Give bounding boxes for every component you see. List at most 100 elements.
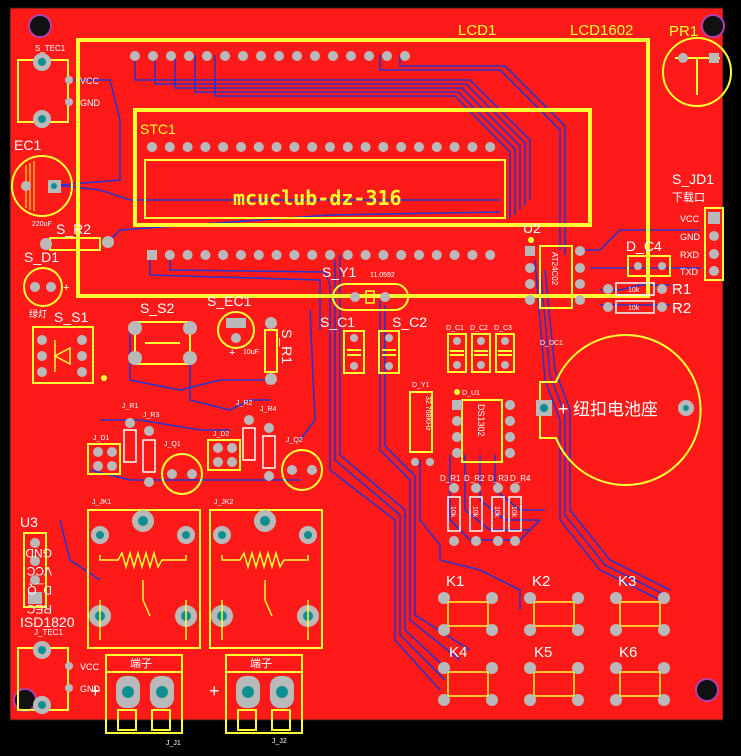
stc1-pin	[253, 142, 264, 152]
j-r4-label: J_R4	[260, 406, 276, 413]
s-jd1-pads	[708, 212, 720, 276]
s-r1-body	[264, 329, 278, 373]
lcd-pin	[256, 51, 266, 61]
gnd-bot-label: GND	[80, 684, 101, 694]
button-pad	[524, 662, 536, 674]
button-pad	[610, 592, 622, 604]
s-tec1-top-label: S_TEC1	[35, 44, 66, 53]
s-c1-label: S_C1	[320, 314, 355, 330]
gnd-bot-pad	[65, 684, 73, 692]
button-pad	[572, 624, 584, 636]
j-jk1-body	[87, 509, 201, 649]
j-jk1-label: J_JK1	[92, 499, 112, 506]
stc1-pin	[449, 142, 460, 152]
stc1-pin	[218, 142, 229, 152]
stc1-pin	[414, 142, 424, 152]
button-outline	[619, 601, 661, 627]
stc1-pin	[360, 142, 371, 152]
stc1-pin	[360, 250, 371, 260]
stc1-pin	[431, 250, 442, 260]
d-r-bodies	[447, 496, 522, 532]
stc1-pins-top	[147, 142, 496, 152]
s-ec1-pad2	[231, 333, 241, 343]
stc1-pin	[485, 250, 496, 260]
button-pad	[486, 592, 498, 604]
s-s1-label: S_S1	[54, 309, 88, 325]
d-r-values: 10k 10k 10k 10k	[449, 506, 517, 518]
d-c3-label: D_C3	[494, 325, 512, 332]
lcd-pin	[310, 51, 320, 61]
stc1-pin	[289, 250, 300, 260]
stc1-pin	[396, 250, 407, 260]
stc1-pins-bottom	[147, 250, 496, 260]
s-c2-label: S_C2	[392, 314, 427, 330]
j-r-pads	[125, 415, 274, 487]
j-j2-label: J_J2	[272, 738, 287, 745]
stc1-pin	[325, 142, 335, 152]
lcd-pin	[274, 51, 284, 61]
vcc-top-label: VCC	[80, 76, 100, 86]
s-y1-pad2	[380, 292, 390, 302]
j-q1-outline	[161, 453, 203, 495]
s-s1-symbol	[53, 340, 71, 372]
d-u1-body	[461, 399, 503, 463]
button-pad	[610, 662, 622, 674]
button-pad	[438, 662, 450, 674]
s-d1-color: 绿灯	[29, 308, 47, 319]
lcd-pin	[400, 51, 410, 61]
svg-text:10k: 10k	[449, 506, 456, 518]
isd1820-label: ISD1820	[20, 614, 75, 630]
svg-text:10k: 10k	[510, 506, 517, 518]
svg-text:GND: GND	[25, 546, 52, 560]
d-u1-dot	[454, 389, 460, 395]
j-d-pads	[93, 443, 237, 471]
button-outline	[447, 671, 489, 697]
lcd1-label: LCD1	[458, 22, 496, 39]
gnd-top-label: GND	[80, 98, 101, 108]
vcc-bot-pad	[65, 662, 73, 670]
battery-label: 纽扣电池座	[573, 400, 658, 419]
r-pads	[603, 284, 667, 312]
j-r1-label: J_R1	[122, 403, 138, 410]
button-pad	[658, 592, 670, 604]
stc1-chip-body	[144, 159, 506, 219]
lcd1602-outline	[76, 38, 650, 298]
s-y1-symbol	[365, 290, 375, 304]
d-c4-pad2	[658, 262, 666, 270]
button-pad	[572, 662, 584, 674]
j-j1-duanzi: 端子	[130, 657, 152, 670]
j-q2-label: J_Q2	[286, 437, 303, 444]
s-c2-body	[378, 330, 400, 374]
vcc-bot-label: VCC	[80, 662, 100, 672]
stc1-pin	[218, 250, 229, 260]
button-pad	[438, 694, 450, 706]
d-c-bodies	[447, 333, 515, 373]
button-pad	[486, 662, 498, 674]
stc1-pin	[147, 142, 157, 152]
button-pad	[438, 624, 450, 636]
button-pad	[486, 694, 498, 706]
lcd-pin-header	[130, 51, 410, 61]
ec1-value: 220uF	[32, 221, 52, 228]
board-outline	[9, 7, 724, 721]
k5-label: K5	[534, 644, 552, 661]
j-r-bodies	[123, 427, 276, 473]
ec1-label: EC1	[14, 137, 41, 153]
j-tec1-label: J_TEC1	[34, 628, 63, 637]
stc1-pin	[289, 142, 300, 152]
stc1-pin	[271, 142, 282, 152]
lcd-pin	[130, 51, 140, 61]
stc1-pin	[449, 250, 460, 260]
s-d1-pad2	[46, 282, 56, 292]
stc1-pin	[467, 142, 478, 152]
j-r3-label: J_R3	[143, 412, 159, 419]
j-tec1-hole1	[38, 646, 46, 654]
s-c1-body	[343, 330, 365, 374]
button-outline	[533, 671, 575, 697]
s-y1-label: S_Y1	[322, 264, 356, 280]
d-c2-label: D_C2	[470, 325, 488, 332]
d-y1-pad2	[426, 458, 434, 466]
lcd-pin	[382, 51, 392, 61]
button-pad	[658, 662, 670, 674]
j-d1-label: J_D1	[93, 435, 109, 442]
